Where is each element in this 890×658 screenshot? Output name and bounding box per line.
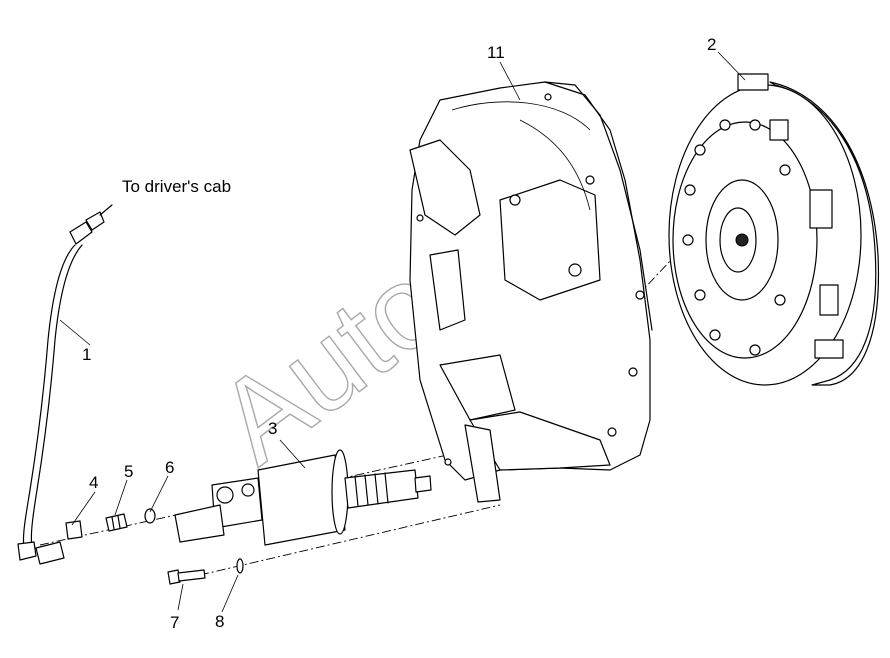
- callout-11: 11: [487, 43, 505, 62]
- callout-2: 2: [707, 35, 716, 54]
- nut: [65, 520, 83, 540]
- bolt: [167, 569, 206, 585]
- callout-5: 5: [124, 462, 133, 481]
- callout-6: 6: [165, 458, 174, 477]
- seal-ring: [144, 508, 156, 524]
- clutch-hose: [17, 204, 113, 565]
- callout-8: 8: [215, 612, 224, 631]
- note-to-drivers-cab: To driver's cab: [122, 177, 231, 196]
- clutch-housing: [409, 81, 653, 503]
- callout-4: 4: [89, 473, 98, 492]
- clutch-booster: [174, 449, 432, 546]
- callout-1: 1: [82, 345, 91, 364]
- pressure-plate: [668, 73, 880, 386]
- callout-7: 7: [170, 613, 179, 632]
- fitting: [105, 513, 128, 532]
- washer: [236, 558, 244, 574]
- leader-lines: [59, 51, 746, 613]
- callout-3: 3: [268, 419, 277, 438]
